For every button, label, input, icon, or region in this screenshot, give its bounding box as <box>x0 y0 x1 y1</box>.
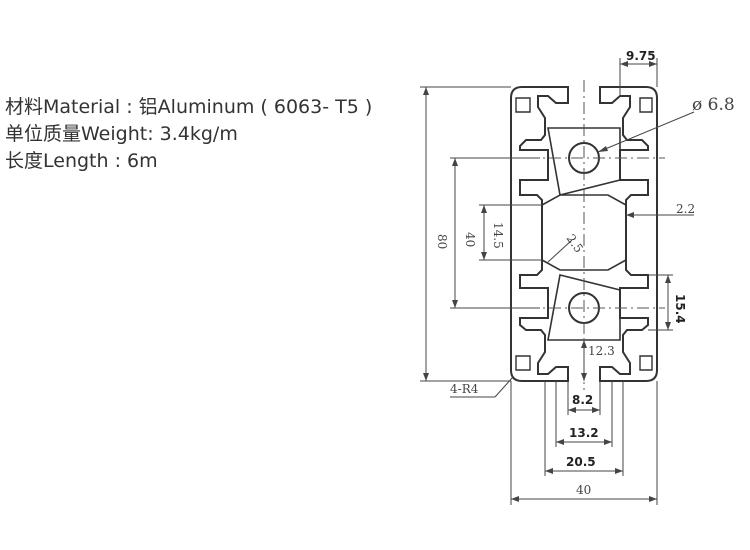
label-inner-gap: 14.5 <box>491 222 505 249</box>
label-slot-opening: 8.2 <box>572 393 593 407</box>
label-slot-offset: 15.4 <box>673 294 687 324</box>
label-width-total: 40 <box>576 483 591 497</box>
weight-spec: 单位质量Weight: 3.4kg/m <box>5 123 238 145</box>
label-hole-diameter: ø 6.8 <box>692 95 735 115</box>
label-height-total: 80 <box>435 234 449 249</box>
label-corner-radius: 4-R4 <box>450 382 479 396</box>
dimension-arrows <box>423 61 671 502</box>
label-slot-neck: 13.2 <box>569 426 599 440</box>
label-slot-depth: 12.3 <box>588 344 615 358</box>
label-slot-top-width: 9.75 <box>626 49 656 63</box>
label-height-center: 40 <box>463 232 477 247</box>
dimension-labels: 9.75 ø 6.8 80 40 14.5 2.2 2.5 15.4 12.3 … <box>435 49 735 497</box>
material-spec: 材料Material : 铝Aluminum ( 6063- T5 ) <box>5 96 373 118</box>
spec-block: 材料Material : 铝Aluminum ( 6063- T5 ) 单位质量… <box>5 94 372 175</box>
label-web-thickness: 2.5 <box>564 232 586 256</box>
length-spec: 长度Length : 6m <box>5 150 158 172</box>
label-wall-thickness: 2.2 <box>676 202 695 216</box>
label-slot-inner: 20.5 <box>566 455 596 469</box>
dimension-lines <box>420 58 695 505</box>
